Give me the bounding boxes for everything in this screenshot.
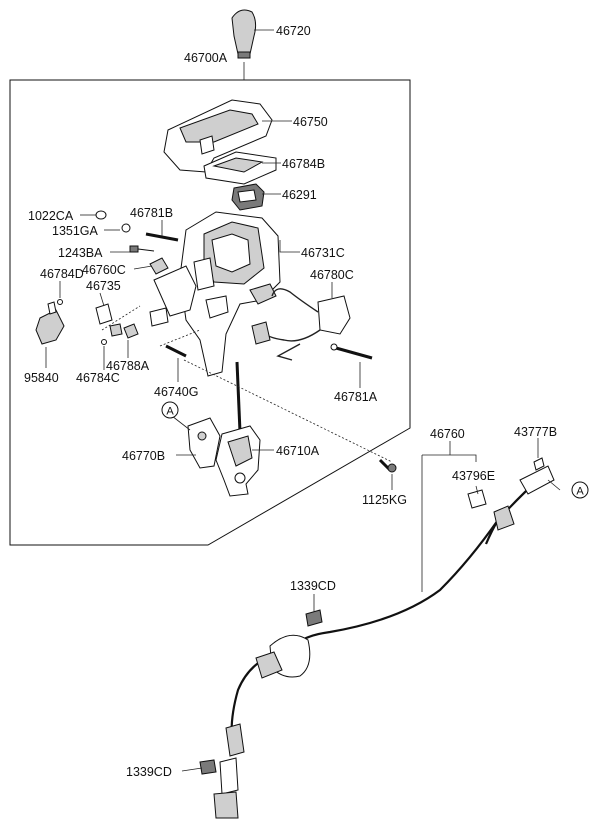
- shift-lever-bracket: [149, 211, 281, 377]
- label-1243ba: 1243BA: [58, 246, 103, 260]
- label-95840: 95840: [24, 371, 59, 385]
- mounting-bolt: [378, 458, 397, 473]
- label-46788a: 46788A: [106, 359, 150, 373]
- label-46784d: 46784D: [40, 267, 84, 281]
- wire-harness: [251, 288, 351, 361]
- shift-knob: [231, 9, 257, 59]
- control-module: [231, 183, 265, 211]
- shift-cable: [199, 457, 555, 819]
- label-1125kg: 1125KG: [362, 493, 407, 507]
- label-46710a: 46710A: [276, 444, 320, 458]
- label-1339cd-upper: 1339CD: [290, 579, 336, 593]
- label-46781b: 46781B: [130, 206, 173, 220]
- assembly-frame: [9, 79, 411, 546]
- leader-lines: [45, 29, 561, 772]
- reference-marker-a-2: A: [571, 481, 589, 499]
- label-1351ga: 1351GA: [52, 224, 99, 238]
- label-46700a: 46700A: [184, 51, 228, 65]
- label-46770b: 46770B: [122, 449, 165, 463]
- label-46720: 46720: [276, 24, 311, 38]
- label-46781a: 46781A: [334, 390, 378, 404]
- label-46784b: 46784B: [282, 157, 325, 171]
- label-46784c: 46784C: [76, 371, 120, 385]
- reference-marker-a-1: A: [161, 401, 179, 419]
- solenoid: [35, 301, 65, 345]
- label-46731c: 46731C: [301, 246, 345, 260]
- label-46291: 46291: [282, 188, 317, 202]
- label-46760c: 46760C: [82, 263, 126, 277]
- label-46760: 46760: [430, 427, 465, 441]
- small-fasteners: [57, 210, 187, 358]
- label-46735: 46735: [86, 279, 121, 293]
- lever-bracket: [187, 417, 221, 469]
- label-1339cd-lower: 1339CD: [126, 765, 172, 779]
- reference-lines: [101, 305, 393, 463]
- long-bolt: [330, 343, 373, 360]
- label-43796e: 43796E: [452, 469, 495, 483]
- label-46750: 46750: [293, 115, 328, 129]
- shift-lever: [215, 361, 261, 497]
- indicator-plate: [203, 151, 277, 185]
- upper-cover: [163, 99, 273, 173]
- label-43777b: 43777B: [514, 425, 557, 439]
- svg-text:A: A: [576, 486, 584, 498]
- label-1022ca: 1022CA: [28, 209, 74, 223]
- label-46740g: 46740G: [154, 385, 198, 399]
- svg-text:A: A: [166, 406, 174, 418]
- label-46780c: 46780C: [310, 268, 354, 282]
